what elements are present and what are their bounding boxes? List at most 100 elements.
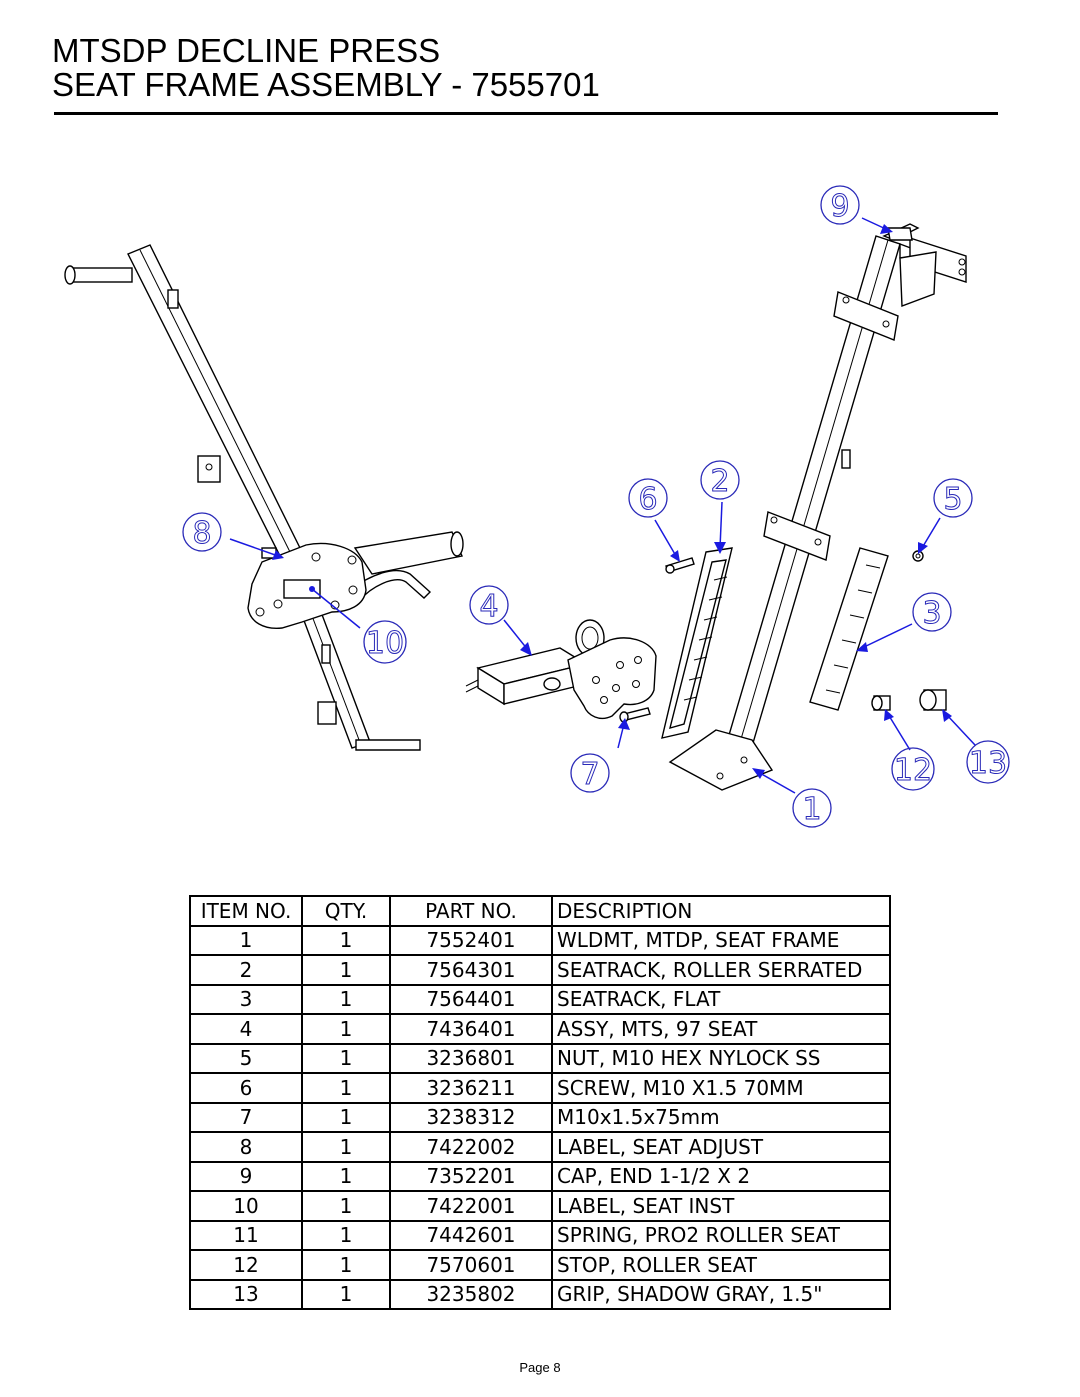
item-6-screw bbox=[665, 557, 695, 574]
leader-lines bbox=[229, 217, 976, 794]
title-line-2: SEAT FRAME ASSEMBLY - 7555701 bbox=[52, 66, 600, 103]
cell-description: SEATRACK, FLAT bbox=[551, 983, 891, 1015]
cell-part-no: 3236801 bbox=[389, 1042, 553, 1074]
cell-item-no: 10 bbox=[189, 1190, 303, 1222]
cell-item-no: 1 bbox=[189, 924, 303, 956]
callout-6: 6 bbox=[628, 478, 668, 518]
callout-1: 1 bbox=[792, 788, 832, 828]
cell-part-no: 7570601 bbox=[389, 1249, 553, 1281]
callout-10: 10 bbox=[363, 620, 407, 664]
item-1-seat-frame bbox=[668, 223, 967, 791]
svg-text:13: 13 bbox=[969, 746, 1007, 781]
cell-qty: 1 bbox=[301, 983, 391, 1015]
exploded-view-drawing: 1 2 3 4 5 6 7 8 9 10 12 bbox=[64, 185, 1010, 828]
cell-part-no: 7352201 bbox=[389, 1160, 553, 1192]
cell-description: LABEL, SEAT ADJUST bbox=[551, 1131, 891, 1163]
item-2-serrated-seatrack bbox=[661, 547, 733, 739]
cell-description: NUT, M10 HEX NYLOCK SS bbox=[551, 1042, 891, 1074]
svg-text:10: 10 bbox=[366, 626, 404, 661]
cell-description: ASSY, MTS, 97 SEAT bbox=[551, 1013, 891, 1045]
callout-4: 4 bbox=[469, 585, 509, 625]
svg-text:2: 2 bbox=[710, 464, 729, 499]
cell-qty: 1 bbox=[301, 924, 391, 956]
header-item-no: ITEM NO. bbox=[189, 895, 303, 927]
cell-qty: 1 bbox=[301, 1131, 391, 1163]
cell-part-no: 7552401 bbox=[389, 924, 553, 956]
svg-text:12: 12 bbox=[894, 753, 932, 788]
cell-qty: 1 bbox=[301, 1013, 391, 1045]
cell-part-no: 7422002 bbox=[389, 1131, 553, 1163]
header-description: DESCRIPTION bbox=[551, 895, 891, 927]
page-number: Page 8 bbox=[519, 1360, 561, 1375]
callout-5: 5 bbox=[933, 478, 973, 518]
svg-text:8: 8 bbox=[192, 516, 211, 551]
item-13-grip bbox=[919, 689, 947, 711]
cell-part-no: 7564401 bbox=[389, 983, 553, 1015]
cell-description: SCREW, M10 X1.5 70MM bbox=[551, 1072, 891, 1104]
cell-part-no: 7436401 bbox=[389, 1013, 553, 1045]
cell-part-no: 7422001 bbox=[389, 1190, 553, 1222]
cell-description: CAP, END 1-1/2 X 2 bbox=[551, 1160, 891, 1192]
cell-item-no: 7 bbox=[189, 1101, 303, 1133]
callout-3: 3 bbox=[912, 592, 952, 632]
cell-part-no: 3236211 bbox=[389, 1072, 553, 1104]
callout-7: 7 bbox=[570, 753, 610, 793]
svg-text:7: 7 bbox=[580, 757, 599, 792]
cell-description: SEATRACK, ROLLER SERRATED bbox=[551, 954, 891, 986]
cell-qty: 1 bbox=[301, 954, 391, 986]
callout-12: 12 bbox=[891, 747, 935, 791]
page-title: MTSDP DECLINE PRESS SEAT FRAME ASSEMBLY … bbox=[52, 34, 600, 102]
cell-item-no: 8 bbox=[189, 1131, 303, 1163]
header-qty: QTY. bbox=[301, 895, 391, 927]
item-3-flat-seatrack bbox=[809, 547, 889, 711]
cell-description: LABEL, SEAT INST bbox=[551, 1190, 891, 1222]
svg-text:3: 3 bbox=[922, 596, 941, 631]
item-12-stop bbox=[871, 695, 891, 711]
cell-description: STOP, ROLLER SEAT bbox=[551, 1249, 891, 1281]
svg-text:9: 9 bbox=[830, 189, 849, 224]
cell-description: SPRING, PRO2 ROLLER SEAT bbox=[551, 1219, 891, 1251]
cell-description: GRIP, SHADOW GRAY, 1.5" bbox=[551, 1278, 891, 1310]
cell-qty: 1 bbox=[301, 1160, 391, 1192]
cell-item-no: 9 bbox=[189, 1160, 303, 1192]
cell-qty: 1 bbox=[301, 1278, 391, 1310]
seat-carriage-assembly bbox=[465, 619, 657, 720]
cell-qty: 1 bbox=[301, 1249, 391, 1281]
cell-item-no: 4 bbox=[189, 1013, 303, 1045]
title-underline bbox=[54, 112, 998, 115]
cell-item-no: 11 bbox=[189, 1219, 303, 1251]
callout-balloons: 1 2 3 4 5 6 7 8 9 10 12 bbox=[182, 185, 1010, 828]
cell-item-no: 6 bbox=[189, 1072, 303, 1104]
cell-qty: 1 bbox=[301, 1072, 391, 1104]
cell-item-no: 5 bbox=[189, 1042, 303, 1074]
callout-8: 8 bbox=[182, 512, 222, 552]
cell-description: WLDMT, MTDP, SEAT FRAME bbox=[551, 924, 891, 956]
title-line-1: MTSDP DECLINE PRESS bbox=[52, 32, 441, 69]
svg-text:4: 4 bbox=[479, 589, 498, 624]
cell-qty: 1 bbox=[301, 1190, 391, 1222]
cell-description: M10x1.5x75mm bbox=[551, 1101, 891, 1133]
svg-text:5: 5 bbox=[943, 482, 962, 517]
cell-qty: 1 bbox=[301, 1219, 391, 1251]
cell-item-no: 2 bbox=[189, 954, 303, 986]
header-part-no: PART NO. bbox=[389, 895, 553, 927]
item-9-end-cap bbox=[887, 227, 913, 241]
svg-text:6: 6 bbox=[638, 482, 657, 517]
item-7-screw bbox=[619, 707, 651, 723]
parts-table-header: ITEM NO. QTY. PART NO. DESCRIPTION bbox=[189, 895, 891, 927]
cell-item-no: 12 bbox=[189, 1249, 303, 1281]
left-arm-assembly bbox=[64, 244, 464, 751]
